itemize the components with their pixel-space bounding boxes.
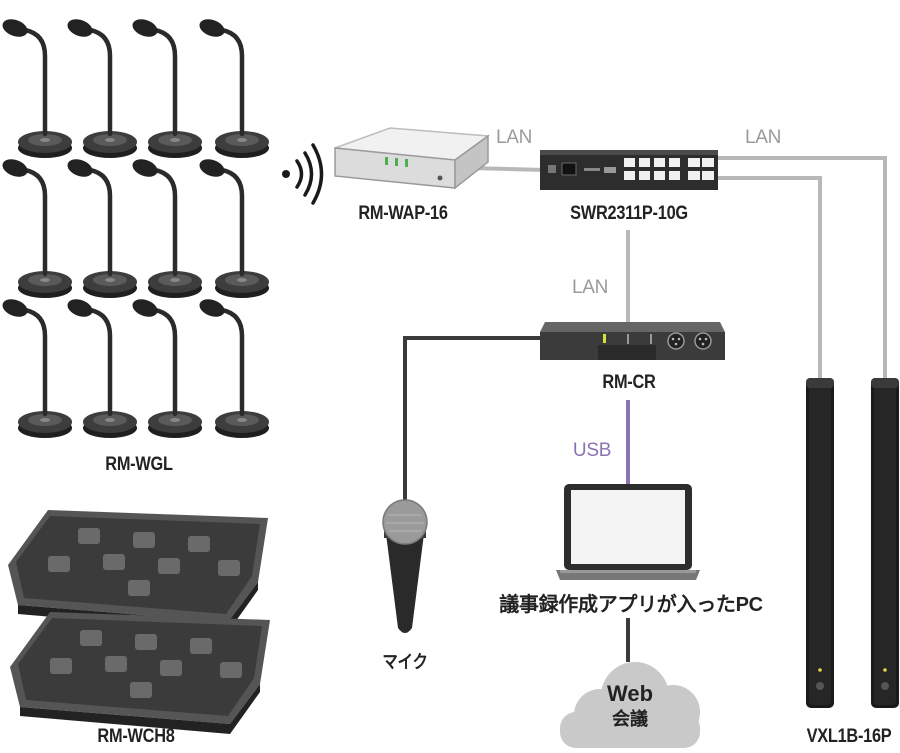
label-lan-rmcr: LAN	[571, 277, 609, 298]
label-pc: 議事録作成アプリが入ったPC	[499, 594, 763, 616]
cable-switch-speaker-2	[715, 156, 887, 380]
line-array-speaker	[871, 378, 899, 708]
gooseneck-mic	[0, 296, 72, 438]
gooseneck-mic	[65, 156, 137, 298]
gooseneck-mic	[65, 16, 137, 158]
gooseneck-mic	[130, 16, 202, 158]
label-mic: マイク	[382, 652, 428, 672]
label-rm-wch8: RM-WCH8	[97, 726, 175, 747]
gooseneck-mic	[197, 156, 269, 298]
rm-wgl-grid	[0, 16, 269, 438]
gooseneck-mic	[130, 156, 202, 298]
cable-rmcr-mic	[403, 336, 540, 505]
laptop-pc	[556, 484, 700, 580]
label-switch: SWR2311P-10G	[570, 203, 688, 224]
cloud-text-web: Web	[606, 681, 654, 706]
handheld-mic	[382, 499, 428, 633]
access-point	[334, 127, 491, 190]
label-usb: USB	[572, 440, 612, 461]
label-rm-wap16: RM-WAP-16	[358, 203, 448, 224]
cable-ap-switch	[469, 166, 546, 172]
gooseneck-mic	[65, 296, 137, 438]
gooseneck-mic	[130, 296, 202, 438]
label-rm-wgl: RM-WGL	[105, 454, 173, 475]
wireless-signal-icon	[282, 143, 324, 205]
charger-unit	[10, 612, 270, 734]
label-speaker: VXL1B-16P	[806, 726, 892, 747]
gooseneck-mic	[197, 296, 269, 438]
network-switch	[540, 150, 718, 190]
gooseneck-mic	[0, 16, 72, 158]
rm-cr-device	[540, 322, 725, 360]
charger-unit	[8, 510, 268, 632]
gooseneck-mic	[0, 156, 72, 298]
cable-switch-speaker-1	[715, 176, 822, 380]
cloud-icon	[560, 662, 700, 748]
label-rm-cr: RM-CR	[602, 372, 656, 393]
label-lan-ap: LAN	[495, 127, 533, 148]
line-array-speaker	[806, 378, 834, 708]
cloud-text-meeting: 会議	[612, 709, 648, 729]
label-lan-speaker: LAN	[744, 127, 782, 148]
gooseneck-mic	[197, 16, 269, 158]
